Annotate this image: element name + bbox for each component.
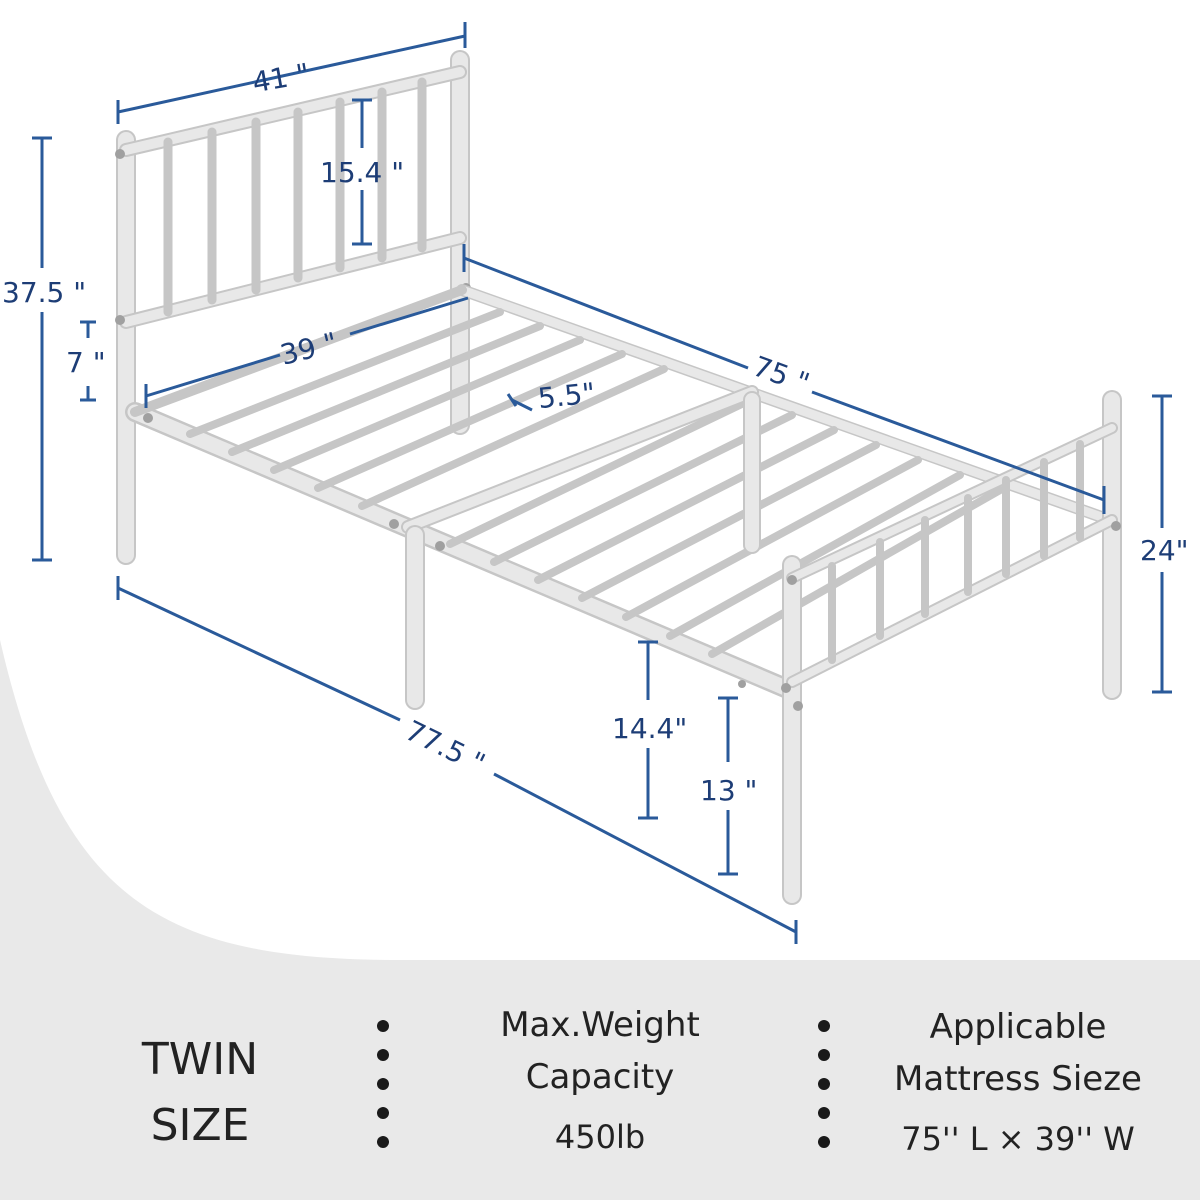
mattress-label-line2: Mattress Sieze [894,1059,1142,1099]
footboard [738,390,1122,905]
bullet-icon [818,1078,830,1090]
bolt-icon [115,149,125,159]
weight-value: 450lb [555,1118,645,1156]
dim-headboard-panel-height: 15.4 " [320,156,404,189]
size-title-line2: SIZE [151,1100,250,1151]
bolt-icon [143,413,153,423]
dim-headboard-width: 41 " [250,57,312,99]
bed-slats [186,308,1004,658]
bullet-icon [818,1020,830,1032]
bullet-icon [377,1136,389,1148]
dim-overall-length: 77.5 " [400,714,490,781]
bed-frame-illustration [115,50,1122,905]
bullet-icon [818,1049,830,1061]
mattress-value: 75'' L × 39'' W [901,1120,1135,1158]
dim-slat-gap: 5.5" [536,376,597,415]
dim-underbed-clearance: 14.4" [612,712,687,745]
bullet-icon [377,1078,389,1090]
dim-headboard-bottom-gap: 7 " [66,346,106,379]
bolt-icon [738,680,746,688]
dim-footboard-gap: 13 " [700,774,757,807]
weight-label-line1: Max.Weight [500,1005,700,1045]
bullet-icon [818,1136,830,1148]
bullet-icon [818,1107,830,1119]
bolt-icon [781,683,791,693]
bolt-icon [115,315,125,325]
info-panel: TWIN SIZE Max.Weight Capacity 450lb Appl… [141,1005,1142,1158]
bullet-column-1 [377,1020,389,1148]
mattress-label-line1: Applicable [930,1007,1107,1047]
bullet-icon [377,1107,389,1119]
dim-footboard-height: 24" [1140,534,1189,567]
bullet-icon [377,1049,389,1061]
bullet-column-2 [818,1020,830,1148]
weight-label-line2: Capacity [526,1057,675,1097]
size-title-line1: TWIN [141,1034,258,1085]
bolt-icon [389,519,399,529]
bolt-icon [793,701,803,711]
background-floor-shape [0,640,1200,1200]
dimension-lines [32,22,1172,944]
dim-overall-headboard-height: 37.5 " [2,276,86,309]
bolt-icon [435,541,445,551]
bolt-icon [787,575,797,585]
headboard [115,50,471,565]
bullet-icon [377,1020,389,1032]
bolt-icon [1111,521,1121,531]
dim-inner-width: 39 " [277,326,341,372]
headboard-spindles [163,77,427,317]
